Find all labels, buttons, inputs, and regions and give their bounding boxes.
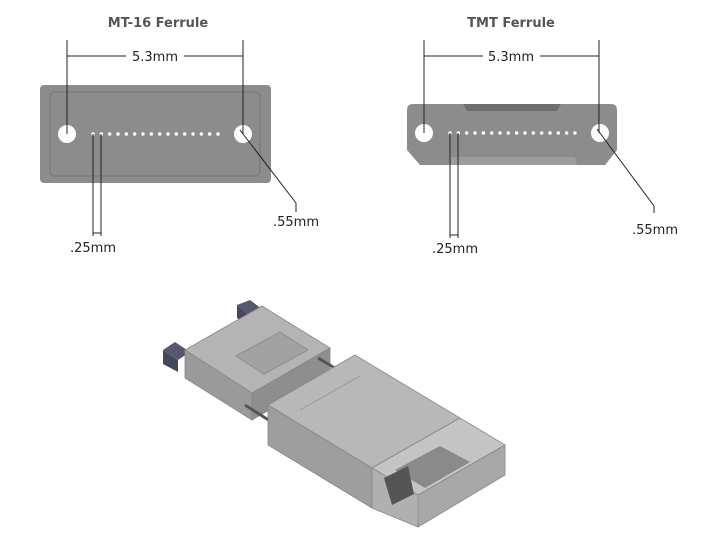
fiber-hole: [573, 131, 577, 135]
tmt-pitch-dimension: [423, 40, 600, 133]
mt16-ferrule-group: MT-16 Ferrule 5.3mm .25mm .55mm: [40, 16, 319, 256]
fiber-hole: [489, 131, 494, 135]
fiber-hole: [548, 131, 552, 135]
tmt-fiber-array: [448, 131, 577, 135]
tmt-ferrule-face: [407, 104, 617, 165]
fiber-hole: [199, 132, 204, 136]
tmt-fiber-pitch-dimension: [449, 133, 459, 238]
fiber-hole: [564, 131, 569, 135]
fiber-hole: [556, 131, 561, 135]
mt16-hole-label: .55mm: [273, 215, 319, 230]
mt16-fiber-pitch-dimension: [92, 134, 102, 236]
fiber-hole: [464, 131, 469, 135]
mt16-fiber-array: [91, 132, 220, 136]
mt16-face-border: [49, 91, 261, 177]
tmt-pitch-label: 5.3mm: [488, 50, 534, 65]
fiber-hole: [216, 132, 220, 136]
tmt-bottom-notch: [448, 157, 577, 165]
fiber-hole: [116, 132, 120, 136]
tmt-hole-label: .55mm: [632, 223, 678, 238]
fiber-hole: [124, 132, 129, 136]
mt16-hole-leader: [239, 129, 297, 212]
fiber-hole: [539, 131, 544, 135]
mt16-pitch-dimension: [66, 40, 244, 134]
tmt-top-notch: [463, 104, 561, 111]
tmt-hole-leader: [596, 128, 655, 213]
fiber-hole: [174, 132, 179, 136]
fiber-hole: [182, 132, 187, 136]
fiber-hole: [207, 132, 212, 136]
fiber-hole: [514, 131, 519, 135]
mt16-ferrule-face: [40, 85, 271, 183]
fiber-hole: [157, 132, 162, 136]
fiber-hole: [141, 132, 145, 136]
mt16-pitch-label: 5.3mm: [132, 50, 178, 65]
fiber-hole: [149, 132, 154, 136]
mt16-title: MT-16 Ferrule: [108, 16, 209, 31]
fiber-hole: [481, 131, 486, 135]
fiber-hole: [166, 132, 170, 136]
fiber-hole: [498, 131, 502, 135]
fiber-hole: [523, 131, 527, 135]
fiber-hole: [107, 132, 112, 136]
connector-3d-illustration: [163, 300, 506, 528]
tmt-fiber-pitch-label: .25mm: [432, 242, 478, 257]
mt16-fiber-pitch-label: .25mm: [70, 241, 116, 256]
tmt-title: TMT Ferrule: [467, 16, 555, 31]
fiber-hole: [191, 132, 195, 136]
fiber-hole: [473, 131, 477, 135]
fiber-hole: [531, 131, 536, 135]
fiber-hole: [132, 132, 137, 136]
fiber-hole: [506, 131, 511, 135]
tmt-ferrule-group: TMT Ferrule 5.3mm .25mm .55mm: [407, 16, 678, 257]
